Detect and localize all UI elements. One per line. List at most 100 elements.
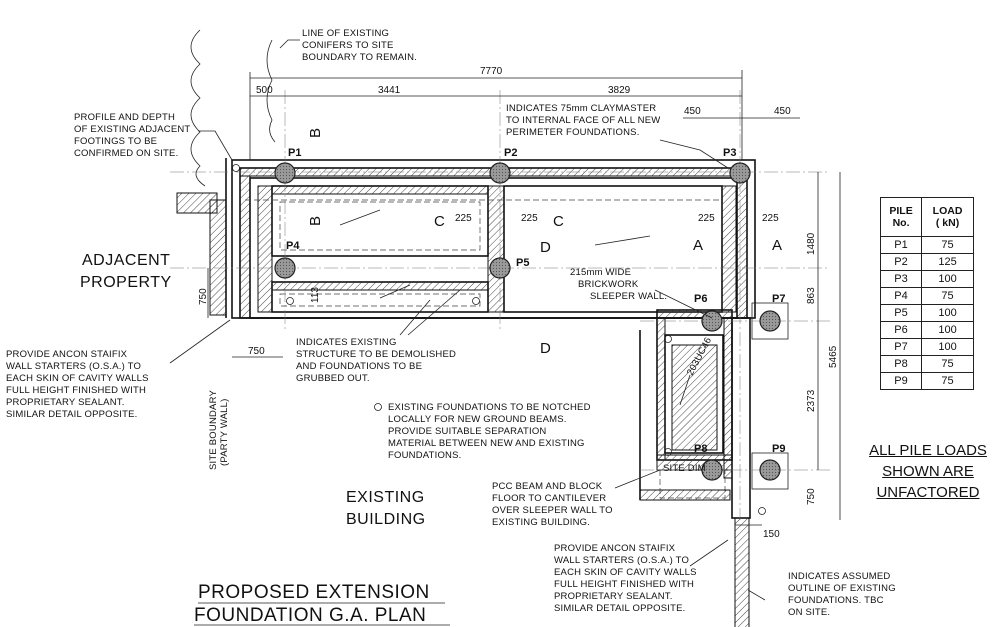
svg-text:LINE OF EXISTING: LINE OF EXISTING	[302, 28, 389, 39]
dim-wall-d: 225	[762, 213, 779, 224]
svg-text:EACH SKIN OF CAVITY WALLS: EACH SKIN OF CAVITY WALLS	[6, 373, 149, 384]
note-notched: EXISTING FOUNDATIONS TO BE NOTCHED LOCAL…	[388, 402, 591, 461]
svg-text:PROVIDE SUITABLE SEPARATION: PROVIDE SUITABLE SEPARATION	[388, 426, 547, 437]
svg-text:OUTLINE OF EXISTING: OUTLINE OF EXISTING	[788, 583, 896, 594]
note-demolish: INDICATES EXISTING STRUCTURE TO BE DEMOL…	[296, 337, 456, 384]
section-marker-c-1: C	[434, 213, 445, 230]
note-sleeper: 215mm WIDE BRICKWORK SLEEPER WALL.	[570, 267, 667, 302]
note-assumed: INDICATES ASSUMED OUTLINE OF EXISTING FO…	[788, 571, 896, 618]
pile-p8	[701, 459, 723, 481]
dim-right-1: 1480	[806, 232, 817, 255]
site-boundary-label-2: (PARTY WALL)	[219, 398, 230, 466]
section-marker-c-2: C	[553, 213, 564, 230]
svg-text:OVER SLEEPER WALL TO: OVER SLEEPER WALL TO	[492, 505, 613, 516]
conifer-outline	[190, 29, 206, 187]
svg-text:215mm WIDE: 215mm WIDE	[570, 267, 631, 278]
svg-text:INDICATES ASSUMED: INDICATES ASSUMED	[788, 571, 890, 582]
pile-p4	[274, 257, 296, 279]
pile-p9	[759, 459, 781, 481]
svg-text:FOUNDATIONS. TBC: FOUNDATIONS. TBC	[788, 595, 884, 606]
svg-text:EXISTING BUILDING.: EXISTING BUILDING.	[492, 517, 590, 528]
svg-text:CONIFERS TO SITE: CONIFERS TO SITE	[302, 40, 394, 51]
dim-right-offset-b: 450	[774, 106, 791, 117]
note-conifers: LINE OF EXISTING CONIFERS TO SITE BOUNDA…	[302, 28, 417, 63]
load-column-header: LOAD( kN)	[921, 197, 974, 237]
pile-label-p6: P6	[694, 293, 707, 305]
adjacent-property-label: ADJACENT	[82, 252, 170, 269]
svg-text:FLOOR TO CANTILEVER: FLOOR TO CANTILEVER	[492, 493, 606, 504]
svg-text:PROFILE AND DEPTH: PROFILE AND DEPTH	[74, 112, 175, 123]
dim-right-total: 5465	[828, 345, 839, 368]
section-marker-a-2: A	[772, 237, 782, 254]
dim-wall-c: 225	[698, 213, 715, 224]
section-marker-d-2: D	[540, 340, 551, 357]
dim-span-right: 3829	[608, 85, 631, 96]
dim-bottom-left: 750	[248, 346, 265, 357]
adjacent-property-label-2: PROPERTY	[80, 274, 172, 291]
dim-wall-b: 225	[521, 213, 538, 224]
svg-text:PROVIDE ANCON STAIFIX: PROVIDE ANCON STAIFIX	[6, 349, 128, 360]
extension-block	[639, 309, 751, 627]
note-pcc: PCC BEAM AND BLOCK FLOOR TO CANTILEVER O…	[492, 481, 613, 528]
pile-label-p1: P1	[288, 147, 301, 159]
note-ancon-right: PROVIDE ANCON STAIFIX WALL STARTERS (O.S…	[554, 543, 696, 614]
note-ancon-left: PROVIDE ANCON STAIFIX WALL STARTERS (O.S…	[6, 349, 149, 420]
existing-building-label-2: BUILDING	[346, 511, 426, 528]
svg-text:SIMILAR DETAIL OPPOSITE.: SIMILAR DETAIL OPPOSITE.	[6, 409, 138, 420]
dim-right-3: 2373	[806, 389, 817, 412]
pile-label-p2: P2	[504, 147, 517, 159]
pile-label-p9: P9	[772, 443, 785, 455]
plan-title-line-2: FOUNDATION G.A. PLAN	[194, 605, 426, 626]
pile-p7	[759, 310, 781, 332]
svg-text:PCC BEAM AND BLOCK: PCC BEAM AND BLOCK	[492, 481, 603, 492]
dim-wall-a: 225	[455, 213, 472, 224]
pile-loads-note-line-3: UNFACTORED	[876, 484, 980, 501]
svg-text:ON SITE.: ON SITE.	[788, 607, 830, 618]
svg-text:PROPRIETARY SEALANT.: PROPRIETARY SEALANT.	[6, 397, 125, 408]
notch-symbols	[232, 164, 766, 515]
svg-text:CONFIRMED ON SITE.: CONFIRMED ON SITE.	[74, 148, 178, 159]
pile-label-p7: P7	[772, 293, 785, 305]
section-marker-b-1: B	[307, 128, 324, 138]
svg-text:GRUBBED OUT.: GRUBBED OUT.	[296, 373, 370, 384]
svg-text:AND FOUNDATIONS TO BE: AND FOUNDATIONS TO BE	[296, 361, 422, 372]
svg-text:FULL HEIGHT FINISHED WITH: FULL HEIGHT FINISHED WITH	[554, 579, 694, 590]
pile-label-p8: P8	[694, 443, 707, 455]
note-profile: PROFILE AND DEPTH OF EXISTING ADJACENT F…	[74, 112, 190, 159]
svg-text:WALL STARTERS (O.S.A.) TO: WALL STARTERS (O.S.A.) TO	[554, 555, 689, 566]
dim-right-4: 750	[806, 488, 817, 505]
pile-p2	[489, 162, 511, 184]
svg-text:EXISTING FOUNDATIONS TO BE NOT: EXISTING FOUNDATIONS TO BE NOTCHED	[388, 402, 591, 413]
pile-label-p3: P3	[723, 147, 736, 159]
svg-text:SIMILAR DETAIL OPPOSITE.: SIMILAR DETAIL OPPOSITE.	[554, 603, 686, 614]
svg-text:BOUNDARY TO REMAIN.: BOUNDARY TO REMAIN.	[302, 52, 417, 63]
site-boundary-label: SITE BOUNDARY	[208, 390, 219, 470]
dim-right-offset-a: 450	[684, 106, 701, 117]
pile-loads-note: ALL PILE LOADS SHOWN ARE UNFACTORED	[858, 440, 998, 503]
dim-left-offset: 500	[256, 85, 273, 96]
pile-p1	[274, 162, 296, 184]
section-marker-d-1: D	[540, 239, 551, 256]
svg-text:BRICKWORK: BRICKWORK	[578, 279, 639, 290]
svg-text:INDICATES 75mm CLAYMASTER: INDICATES 75mm CLAYMASTER	[506, 103, 656, 114]
svg-text:OF EXISTING ADJACENT: OF EXISTING ADJACENT	[74, 124, 190, 135]
svg-text:FULL HEIGHT FINISHED WITH: FULL HEIGHT FINISHED WITH	[6, 385, 146, 396]
svg-text:SLEEPER WALL.: SLEEPER WALL.	[590, 291, 667, 302]
svg-text:WALL STARTERS (O.S.A.) TO: WALL STARTERS (O.S.A.) TO	[6, 361, 141, 372]
pile-p5	[489, 257, 511, 279]
dim-sleeper: 113	[310, 287, 321, 303]
dim-span-left: 3441	[378, 85, 401, 96]
section-marker-b-2: B	[307, 216, 324, 226]
note-claymaster: INDICATES 75mm CLAYMASTER TO INTERNAL FA…	[506, 103, 660, 138]
